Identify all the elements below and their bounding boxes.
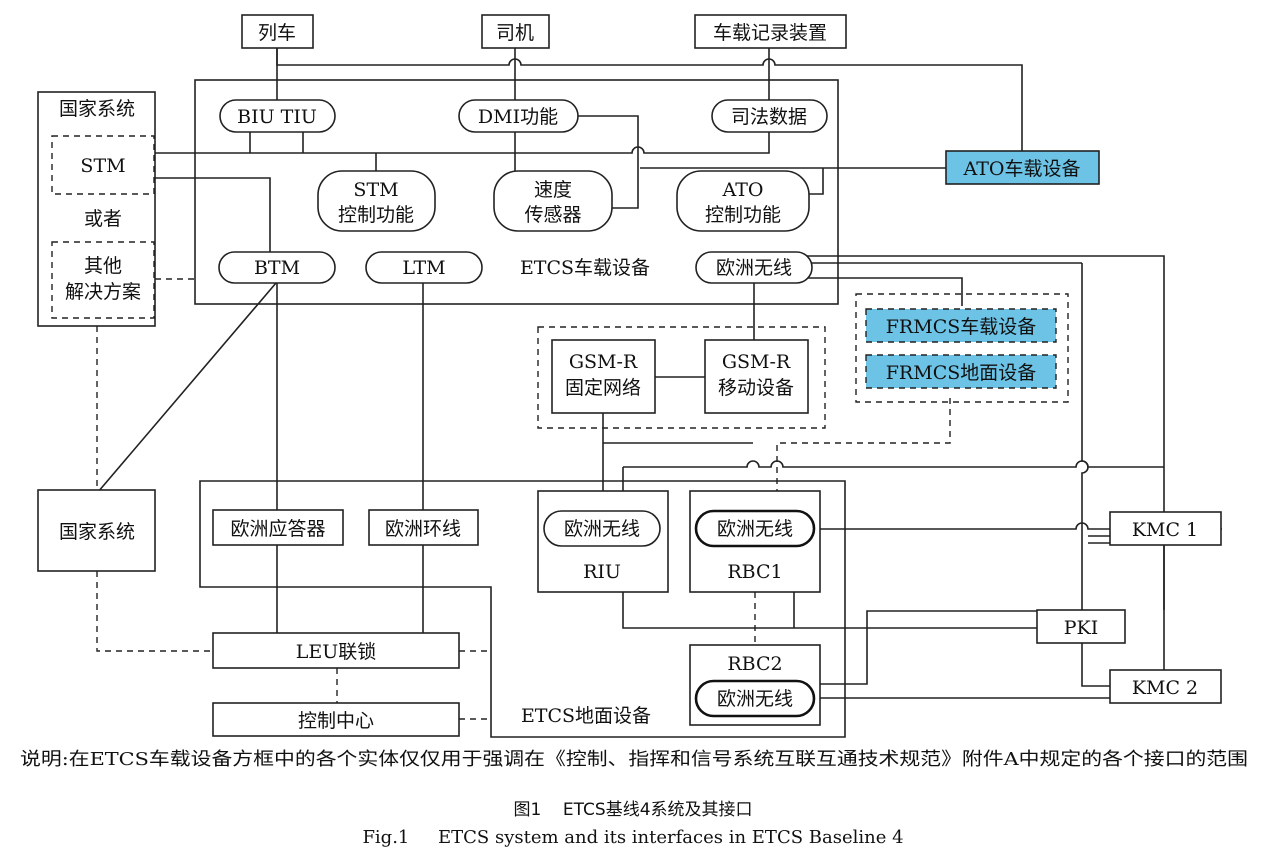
stm-label: STM <box>80 155 125 177</box>
etcs-onboard-label: ETCS车载设备 <box>520 257 650 279</box>
caption-cn: 图1 ETCS基线4系统及其接口 <box>513 800 752 820</box>
rbc1-label: RBC1 <box>727 561 782 583</box>
stm-control-label-2: 控制功能 <box>338 204 414 226</box>
speed-sensor-node: 速度 传感器 <box>493 170 613 232</box>
euroradio-onboard-label: 欧洲无线 <box>716 257 792 279</box>
gsmr-fixed-label-2: 固定网络 <box>565 377 641 399</box>
rbc1-node: 欧洲无线 RBC1 <box>689 490 821 593</box>
national-system-top-label: 国家系统 <box>59 98 135 120</box>
recorder-box: 车载记录装置 <box>694 14 847 49</box>
train-box: 列车 <box>241 14 314 49</box>
leu-node: LEU联锁 <box>212 632 460 669</box>
etcs-ground-label: ETCS地面设备 <box>521 705 651 727</box>
riu-label: RIU <box>583 561 621 583</box>
or-label: 或者 <box>84 208 122 230</box>
frmcs-onboard-node: FRMCS车载设备 <box>865 308 1057 343</box>
gsmr-fixed-node: GSM-R 固定网络 <box>551 339 656 414</box>
judicial-data-label: 司法数据 <box>731 106 807 128</box>
rbc2-label: RBC2 <box>727 653 782 675</box>
euroloop-label: 欧洲环线 <box>385 518 461 540</box>
gsmr-mobile-label-1: GSM-R <box>722 351 791 373</box>
connector-lines <box>96 48 1222 720</box>
frmcs-ground-node: FRMCS地面设备 <box>865 354 1057 389</box>
rbc2-node: RBC2 欧洲无线 <box>689 644 821 726</box>
ltm-label: LTM <box>402 257 445 279</box>
national-system-bottom-label: 国家系统 <box>59 521 135 543</box>
other-solution-label-1: 其他 <box>84 255 122 277</box>
ato-control-node: ATO 控制功能 <box>676 170 810 232</box>
other-solution-dashed-box <box>51 241 155 319</box>
driver-box: 司机 <box>481 14 550 49</box>
driver-label: 司机 <box>496 22 534 44</box>
eurobalise-node: 欧洲应答器 <box>212 509 344 546</box>
stm-control-node: STM 控制功能 <box>317 170 436 232</box>
frmcs-dashed-group <box>855 293 1069 403</box>
caption-en: Fig.1 ETCS system and its interfaces in … <box>362 827 903 848</box>
ato-control-label-1: ATO <box>722 179 764 201</box>
etcs-ground-frame <box>199 480 846 738</box>
biu-tiu-node: BIU TIU <box>219 99 336 133</box>
biu-tiu-label: BIU TIU <box>237 106 317 128</box>
train-label: 列车 <box>258 22 296 44</box>
pki-label: PKI <box>1064 617 1098 639</box>
gsmr-fixed-label-1: GSM-R <box>569 351 638 373</box>
dmi-label: DMI功能 <box>478 106 558 128</box>
btm-node: BTM <box>218 251 336 284</box>
gsmr-dashed-group <box>537 326 826 429</box>
ato-onboard-node: ATO车载设备 <box>945 150 1100 185</box>
stm-control-label-1: STM <box>353 179 398 201</box>
speed-sensor-label-1: 速度 <box>534 179 572 201</box>
control-center-label: 控制中心 <box>298 710 374 732</box>
euroloop-node: 欧洲环线 <box>368 509 479 546</box>
control-center-node: 控制中心 <box>212 702 460 737</box>
national-system-bottom-node: 国家系统 <box>37 489 156 572</box>
ato-onboard-label: ATO车载设备 <box>963 158 1081 180</box>
ato-control-label-2: 控制功能 <box>705 204 781 226</box>
etcs-onboard-frame <box>194 79 839 305</box>
gsmr-mobile-label-2: 移动设备 <box>718 377 794 399</box>
gsmr-mobile-node: GSM-R 移动设备 <box>704 339 809 414</box>
rbc1-radio-label: 欧洲无线 <box>717 518 793 540</box>
recorder-label: 车载记录装置 <box>713 22 827 44</box>
frmcs-onboard-label: FRMCS车载设备 <box>886 316 1037 338</box>
note-text: 说明:在ETCS车载设备方框中的各个实体仅仅用于强调在《控制、指挥和信号系统互联… <box>20 749 1248 770</box>
riu-node: 欧洲无线 RIU <box>537 490 669 593</box>
leu-label: LEU联锁 <box>296 641 377 663</box>
kmc2-node: KMC 2 <box>1109 669 1222 704</box>
dmi-node: DMI功能 <box>458 99 579 133</box>
pki-node: PKI <box>1036 609 1126 644</box>
btm-label: BTM <box>254 257 300 279</box>
kmc1-node: KMC 1 <box>1109 511 1222 546</box>
stm-dashed-box <box>51 135 155 195</box>
rbc2-radio-label: 欧洲无线 <box>717 688 793 710</box>
frmcs-ground-label: FRMCS地面设备 <box>886 362 1037 384</box>
kmc2-label: KMC 2 <box>1132 677 1198 699</box>
riu-radio-label: 欧洲无线 <box>564 518 640 540</box>
kmc1-label: KMC 1 <box>1132 519 1198 541</box>
other-solution-label-2: 解决方案 <box>65 281 141 303</box>
ltm-node: LTM <box>365 251 483 284</box>
euroradio-onboard-node: 欧洲无线 <box>695 251 813 284</box>
speed-sensor-label-2: 传感器 <box>524 204 581 226</box>
national-system-top-frame <box>37 91 156 327</box>
eurobalise-label: 欧洲应答器 <box>230 518 325 540</box>
judicial-data-node: 司法数据 <box>711 99 828 133</box>
